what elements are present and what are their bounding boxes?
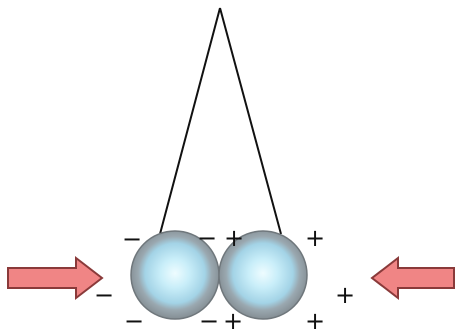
minus-sign: − bbox=[122, 225, 142, 253]
arrow-left bbox=[7, 255, 104, 301]
plus-sign: + bbox=[223, 307, 243, 332]
minus-sign: − bbox=[199, 307, 219, 332]
sphere-right bbox=[218, 230, 308, 320]
plus-sign: + bbox=[305, 307, 325, 332]
minus-sign: − bbox=[197, 224, 217, 252]
thread-left bbox=[159, 7, 221, 235]
arrow-right bbox=[370, 255, 455, 301]
thread-right bbox=[219, 7, 282, 235]
minus-sign: − bbox=[124, 307, 144, 332]
minus-sign: − bbox=[94, 281, 114, 309]
plus-sign: + bbox=[305, 224, 325, 252]
plus-sign: + bbox=[335, 281, 355, 309]
plus-sign: + bbox=[224, 224, 244, 252]
